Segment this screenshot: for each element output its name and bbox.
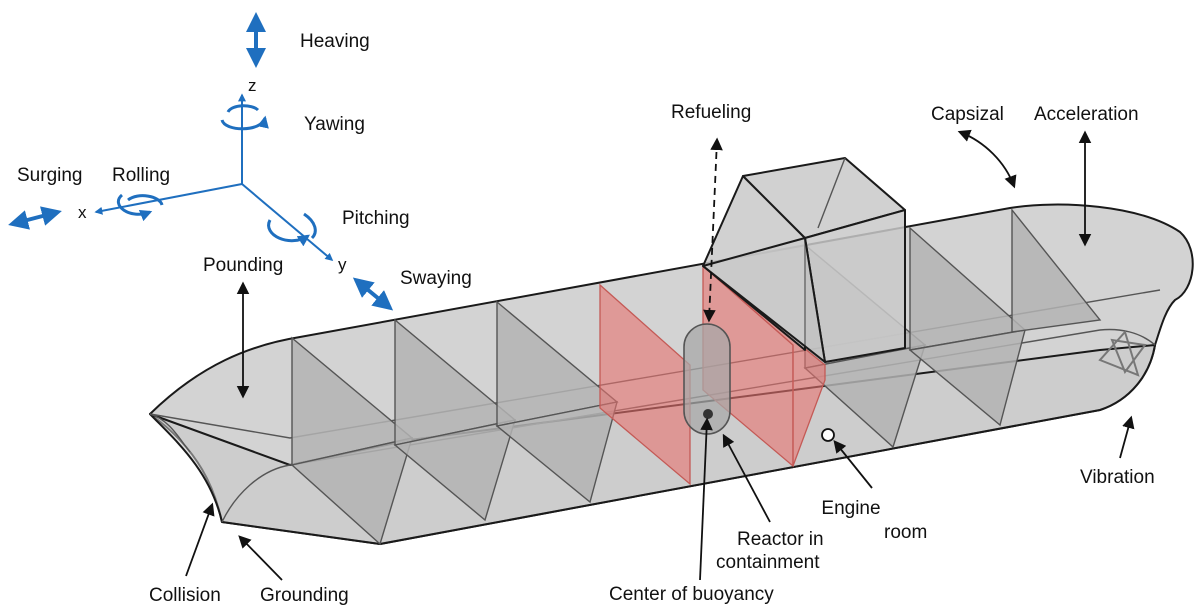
reactor-arrow	[722, 433, 771, 523]
label-heaving: Heaving	[300, 31, 370, 52]
vibration-arrow	[1119, 415, 1135, 459]
ship	[149, 157, 1194, 546]
center-of-buoyancy-arrow	[699, 417, 713, 581]
label-reactor-line1: Reactor in	[737, 529, 824, 550]
y-axis-label: y	[338, 255, 347, 274]
bow-line	[149, 413, 191, 453]
superstructure	[702, 157, 906, 363]
superstructure-inner-line	[817, 157, 846, 229]
motion-axes: z x y	[8, 11, 394, 311]
yawing-arrow	[220, 115, 269, 131]
bulkhead-5b	[803, 344, 927, 449]
label-engine-room-line1: Engine	[821, 498, 880, 519]
label-swaying: Swaying	[400, 268, 472, 289]
label-engine-room-line2: room	[884, 522, 927, 543]
engine-room-marker	[821, 428, 835, 442]
label-acceleration: Acceleration	[1034, 104, 1139, 125]
grounding-arrow	[238, 535, 283, 581]
engine-room-arrow	[833, 440, 873, 489]
collision-arrow	[185, 502, 215, 577]
label-reactor-line2: containment	[716, 552, 820, 573]
label-rolling: Rolling	[112, 165, 170, 186]
label-vibration: Vibration	[1080, 467, 1155, 488]
pitching-arrow	[267, 219, 310, 247]
label-refueling: Refueling	[671, 102, 751, 123]
bulkhead-1b	[290, 437, 414, 546]
x-axis-label: x	[78, 203, 87, 222]
capsizal-arrow	[957, 129, 1017, 189]
superstructure-edge	[702, 237, 826, 363]
reactor-compartment	[599, 264, 826, 486]
refueling-arrow	[703, 137, 723, 323]
label-pounding: Pounding	[203, 255, 283, 276]
pitching-arrow-back	[303, 212, 317, 240]
bulkhead-2b	[393, 419, 517, 522]
bulkhead-7	[1011, 208, 1102, 333]
labels: Heaving Yawing Surging Rolling Pitching …	[17, 31, 1155, 606]
surging-arrow	[8, 206, 62, 230]
center-of-buoyancy-dot	[703, 409, 713, 419]
label-yawing: Yawing	[304, 114, 365, 135]
rolling-arrow	[117, 193, 153, 222]
label-surging: Surging	[17, 165, 83, 186]
y-axis	[241, 183, 334, 262]
label-grounding: Grounding	[260, 585, 349, 606]
annotation-arrows	[185, 129, 1135, 581]
label-pitching: Pitching	[342, 208, 410, 229]
label-capsizal: Capsizal	[931, 104, 1004, 125]
label-center-of-buoyancy: Center of buoyancy	[609, 584, 774, 605]
bulkhead-6b	[908, 329, 1026, 427]
keel-line	[221, 328, 1156, 523]
bulkhead-3b	[495, 401, 618, 504]
propeller-icon	[1098, 330, 1147, 377]
reactor-bulkhead-fore	[599, 283, 691, 486]
swaying-arrow	[352, 277, 394, 311]
rolling-arrow-back	[127, 194, 164, 206]
z-axis-label: z	[248, 76, 257, 95]
label-collision: Collision	[149, 585, 221, 606]
yawing-arrow-back	[226, 104, 260, 113]
